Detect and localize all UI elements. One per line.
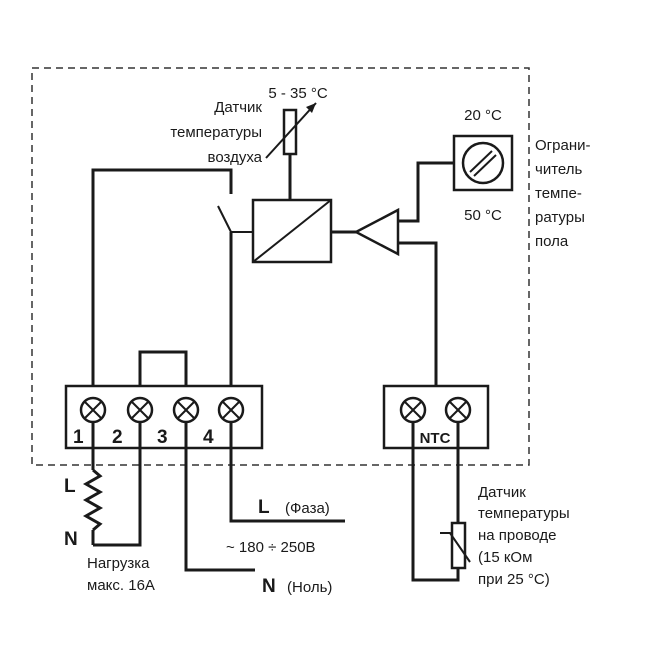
load-l-label: L [64, 476, 76, 497]
terminal-screw-4[interactable] [217, 396, 245, 424]
wire-sensor-label-2: температуры [478, 505, 570, 522]
housing-outline [31, 67, 530, 466]
terminal-screw-3[interactable] [172, 396, 200, 424]
floor-limiter-knob[interactable] [452, 134, 514, 192]
wire-sensor-label-4: (15 кОм [478, 549, 532, 566]
neutral-name: (Ноль) [287, 579, 332, 596]
terminal-screws [79, 396, 245, 424]
load-label-1: Нагрузка [87, 555, 150, 572]
limiter-wire [398, 161, 454, 223]
terminal1-wire [91, 168, 233, 386]
phase-letter: L [258, 497, 270, 518]
ntc-terminal-block [382, 384, 490, 450]
limiter-label-2: читель [535, 161, 582, 178]
wire-sensor-label-1: Датчик [478, 484, 526, 501]
limiter-label-1: Ограни- [535, 137, 590, 154]
air-sensor-range: 5 - 35 °C [268, 85, 328, 102]
neutral-wire [184, 422, 255, 572]
phase-wire [229, 422, 345, 523]
wire-sensor-label-5: при 25 °С) [478, 571, 550, 588]
limiter-label-3: темпе- [535, 185, 582, 202]
wire-sensor-label-3: на проводе [478, 527, 557, 544]
amplifier-triangle [331, 207, 400, 257]
limiter-label-5: пола [535, 233, 569, 250]
air-sensor-label-2: температуры [170, 124, 262, 141]
controller-block [251, 198, 333, 264]
load-label-2: макс. 16А [87, 577, 155, 594]
ntc-label: NTC [420, 430, 451, 447]
phase-name: (Фаза) [285, 500, 330, 517]
ntc-screw-2[interactable] [444, 396, 472, 424]
load-coil [82, 422, 142, 547]
terminal-number-2: 2 [112, 427, 123, 448]
wire-temperature-sensor [411, 422, 471, 582]
air-sensor-label-3: воздуха [208, 149, 263, 166]
neutral-letter: N [262, 576, 276, 597]
terminal-number-1: 1 [73, 427, 84, 448]
terminal-screw-2[interactable] [126, 396, 154, 424]
limiter-temp-20: 20 °C [464, 107, 502, 124]
limiter-label-4: ратуры [535, 209, 585, 226]
limiter-temp-50: 50 °C [464, 207, 502, 224]
air-temperature-sensor [265, 102, 317, 200]
bridge-2-3 [138, 350, 188, 386]
relay-contact [217, 205, 232, 233]
air-sensor-label-1: Датчик [214, 99, 262, 116]
terminal-number-4: 4 [203, 427, 214, 448]
ntc-signal-wire [398, 241, 438, 386]
terminal-number-3: 3 [157, 427, 168, 448]
load-n-label: N [64, 529, 78, 550]
ntc-screw-1[interactable] [399, 396, 427, 424]
supply-voltage: ~ 180 ÷ 250В [226, 539, 316, 556]
terminal-screw-1[interactable] [79, 396, 107, 424]
